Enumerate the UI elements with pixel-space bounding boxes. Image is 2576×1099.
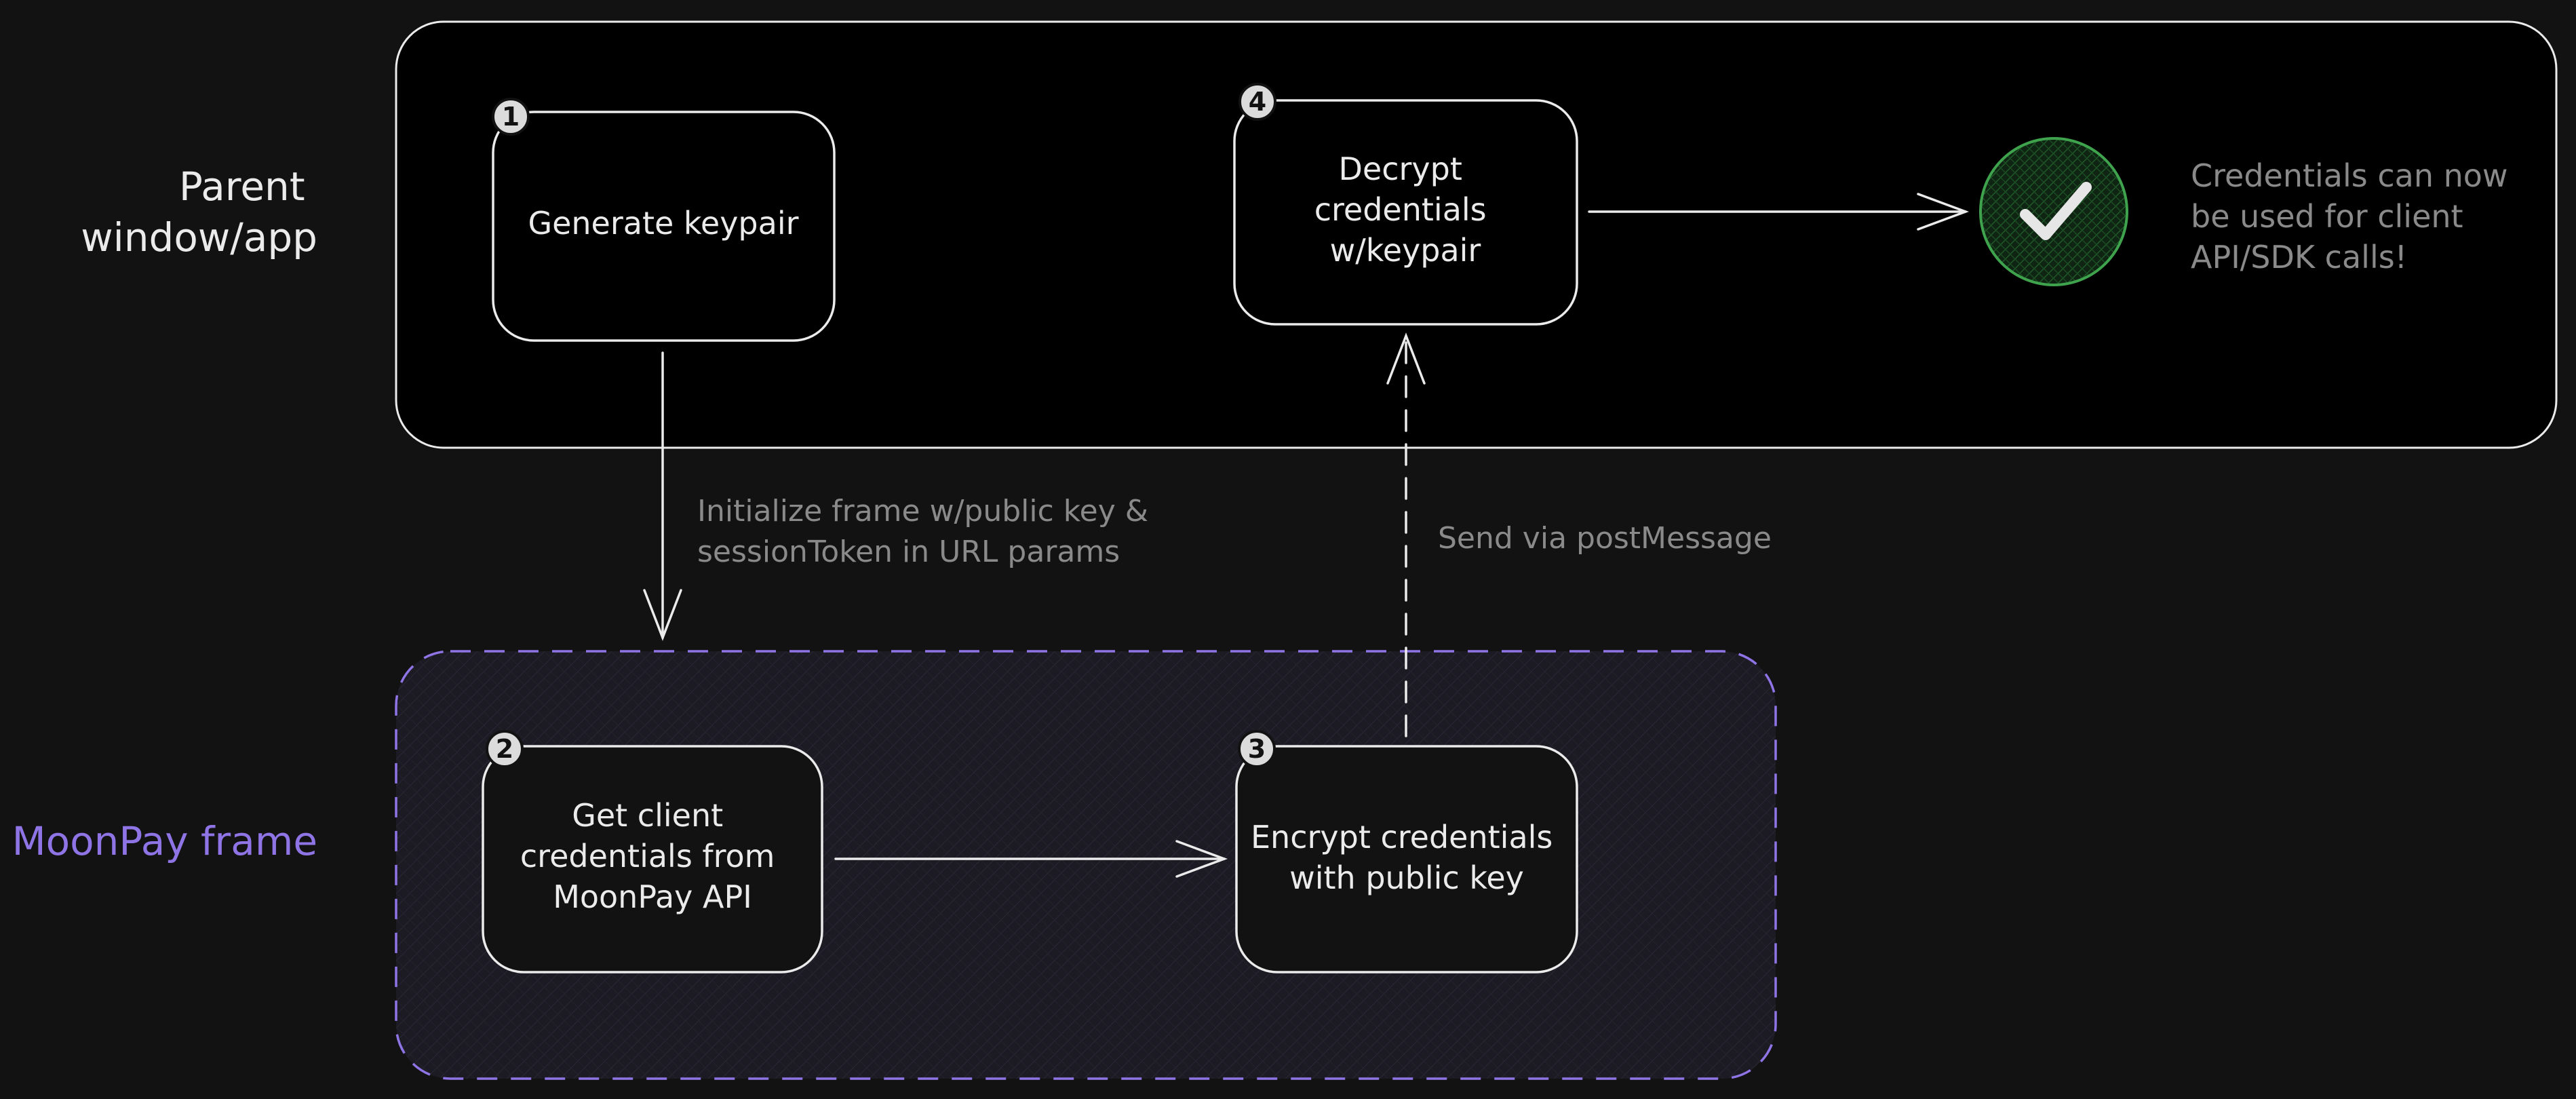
step-decrypt-credentials: Decrypt credentials w/keypair (1233, 99, 1578, 326)
edge-label-init-frame: Initialize frame w/public key & sessionT… (697, 494, 1158, 569)
edge-label-init-frame-line-1: Initialize frame w/public key & (697, 494, 1148, 528)
svg-text:Generate keypair: Generate keypair (528, 205, 798, 242)
lane-label-frame: MoonPay frame (12, 818, 317, 864)
result-note-line-2: be used for client (2191, 198, 2463, 235)
result-note-line-3: API/SDK calls! (2191, 239, 2407, 275)
step-badge-4: 4 (1238, 83, 1276, 121)
edge-label-init-frame-line-2: sessionToken in URL params (697, 535, 1120, 569)
success-check-icon (1979, 137, 2128, 286)
lane-label-parent-line-1: Parent (179, 163, 305, 210)
step-generate-line-1: Generate keypair (528, 205, 798, 242)
svg-text:1: 1 (502, 102, 520, 132)
result-note: Credentials can now be used for client A… (2191, 157, 2518, 275)
step-decrypt-line-1: Decrypt (1338, 151, 1462, 187)
step-badge-1: 1 (492, 98, 530, 136)
svg-text:Get client credentials f: Get client credentials from MoonPay API (520, 797, 785, 915)
step-encrypt-line-2: with public key (1289, 860, 1524, 896)
result-note-line-1: Credentials can now (2191, 157, 2508, 194)
step-decrypt-line-3: w/keypair (1330, 232, 1481, 269)
svg-text:4: 4 (1249, 87, 1266, 117)
svg-text:3: 3 (1248, 734, 1266, 764)
frame-lane-container (395, 650, 1777, 1080)
arrow-generate-to-frame (643, 351, 682, 641)
step-decrypt-line-2: credentials (1314, 191, 1487, 228)
edge-label-post-message-line-1: Send via postMessage (1438, 521, 1772, 556)
step-get-creds-line-2: credentials from (520, 838, 775, 874)
step-badge-2: 2 (486, 730, 524, 768)
arrow-encrypt-to-decrypt (1386, 332, 1426, 737)
step-get-creds-line-1: Get client (572, 797, 723, 834)
lane-label-parent: Parent window/app (81, 163, 317, 261)
step-get-credentials: Get client credentials from MoonPay API (482, 745, 823, 973)
svg-text:Encrypt credentials with: Encrypt credentials with public key (1251, 819, 1563, 896)
step-badge-3: 3 (1238, 730, 1276, 768)
lane-label-parent-line-2: window/app (81, 214, 317, 261)
svg-text:2: 2 (496, 734, 513, 764)
svg-text:Decrypt credentials: Decrypt credentials w/keypair (1314, 151, 1497, 269)
step-generate-keypair: Generate keypair (492, 111, 836, 342)
arrow-decrypt-to-result (1588, 193, 1970, 231)
step-encrypt-line-1: Encrypt credentials (1251, 819, 1553, 855)
step-encrypt-credentials: Encrypt credentials with public key (1235, 745, 1578, 973)
arrow-get-to-encrypt (834, 840, 1228, 878)
edge-label-post-message: Send via postMessage (1438, 521, 1772, 556)
step-get-creds-line-3: MoonPay API (553, 879, 752, 915)
